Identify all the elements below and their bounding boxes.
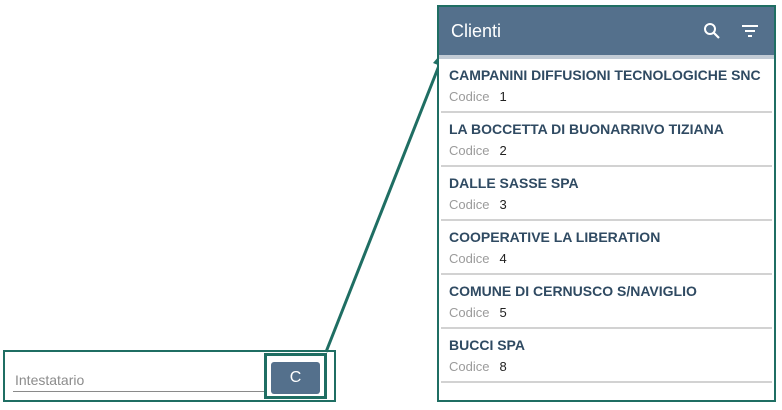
list-item[interactable]: DALLE SASSE SPA Codice 3 — [441, 167, 772, 221]
client-code-row: Codice 3 — [449, 197, 764, 213]
clienti-panel: Clienti CAMPANINI DIFFUSIONI TECNOLOGICH… — [437, 5, 776, 402]
code-label: Codice — [449, 251, 490, 266]
app-bar: Clienti — [439, 7, 774, 59]
code-value: 8 — [499, 359, 507, 374]
page-title: Clienti — [451, 20, 502, 41]
code-value: 4 — [499, 251, 507, 266]
list-item[interactable]: CAMPANINI DIFFUSIONI TECNOLOGICHE SNC Co… — [441, 59, 772, 113]
c-button-highlight — [264, 353, 327, 399]
client-name: BUCCI SPA — [449, 337, 525, 353]
code-label: Codice — [449, 359, 490, 374]
code-label: Codice — [449, 305, 490, 320]
c-button[interactable]: C — [271, 362, 320, 394]
callout-arrow-line — [324, 57, 444, 353]
list-item[interactable]: BUCCI SPA Codice 8 — [441, 329, 772, 383]
client-code-row: Codice 2 — [449, 143, 764, 159]
list-item[interactable]: COOPERATIVE LA LIBERATION Codice 4 — [441, 221, 772, 275]
intestatario-field-highlight — [3, 350, 336, 402]
code-label: Codice — [449, 89, 490, 104]
sort-icon[interactable] — [738, 19, 762, 43]
code-value: 3 — [499, 197, 507, 212]
search-icon[interactable] — [700, 19, 724, 43]
code-value: 2 — [499, 143, 507, 158]
client-name: DALLE SASSE SPA — [449, 175, 579, 191]
clienti-list: CAMPANINI DIFFUSIONI TECNOLOGICHE SNC Co… — [439, 59, 774, 383]
client-code-row: Codice 4 — [449, 251, 764, 267]
client-code-row: Codice 5 — [449, 305, 764, 321]
client-code-row: Codice 8 — [449, 359, 764, 375]
code-value: 1 — [499, 89, 507, 104]
intestatario-input[interactable] — [13, 368, 265, 392]
client-name: COMUNE DI CERNUSCO S/NAVIGLIO — [449, 283, 697, 299]
client-name: LA BOCCETTA DI BUONARRIVO TIZIANA — [449, 121, 724, 137]
client-code-row: Codice 1 — [449, 89, 764, 105]
list-item[interactable]: LA BOCCETTA DI BUONARRIVO TIZIANA Codice… — [441, 113, 772, 167]
code-label: Codice — [449, 143, 490, 158]
code-label: Codice — [449, 197, 490, 212]
client-name: COOPERATIVE LA LIBERATION — [449, 229, 661, 245]
list-item[interactable]: COMUNE DI CERNUSCO S/NAVIGLIO Codice 5 — [441, 275, 772, 329]
code-value: 5 — [499, 305, 507, 320]
client-name: CAMPANINI DIFFUSIONI TECNOLOGICHE SNC — [449, 67, 761, 83]
